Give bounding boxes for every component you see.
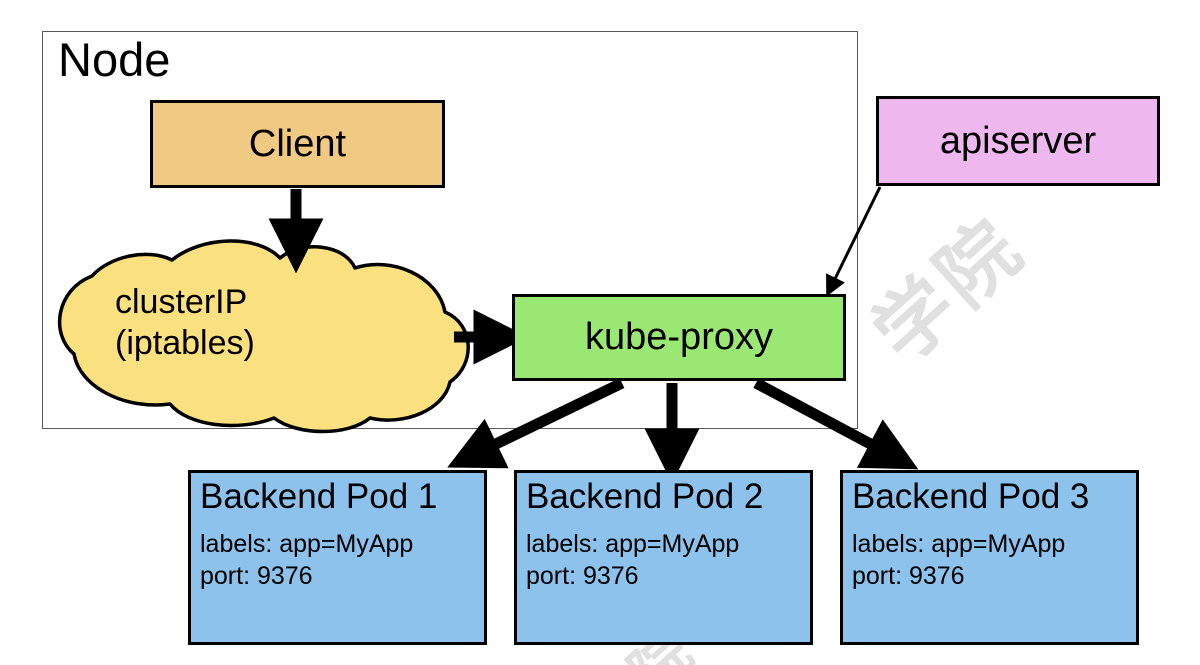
kube-proxy-label: kube-proxy [585, 316, 773, 358]
apiserver-box[interactable]: apiserver [876, 96, 1160, 186]
backend-pod-1-title: Backend Pod 1 [200, 477, 438, 516]
backend-pod-2-title: Backend Pod 2 [526, 477, 764, 516]
backend-pod-2-box[interactable]: Backend Pod 2 labels: app=MyApp port: 93… [514, 470, 813, 645]
backend-pod-3-labels: labels: app=MyApp [852, 530, 1066, 559]
backend-pod-1-box[interactable]: Backend Pod 1 labels: app=MyApp port: 93… [188, 470, 487, 645]
backend-pod-2-labels: labels: app=MyApp [526, 530, 740, 559]
watermark-main: 学院 [857, 200, 1043, 381]
node-label: Node [58, 33, 171, 86]
backend-pod-2-port: port: 9376 [526, 562, 639, 591]
backend-pod-3-port: port: 9376 [852, 562, 965, 591]
clusterip-cloud-shape [52, 238, 472, 434]
backend-pod-3-title: Backend Pod 3 [852, 477, 1090, 516]
kube-proxy-box[interactable]: kube-proxy [512, 294, 846, 381]
backend-pod-1-port: port: 9376 [200, 562, 313, 591]
backend-pod-1-labels: labels: app=MyApp [200, 530, 414, 559]
client-label: Client [248, 122, 347, 165]
client-box[interactable]: Client [150, 100, 445, 188]
backend-pod-3-box[interactable]: Backend Pod 3 labels: app=MyApp port: 93… [840, 470, 1139, 645]
apiserver-label: apiserver [939, 119, 1097, 162]
